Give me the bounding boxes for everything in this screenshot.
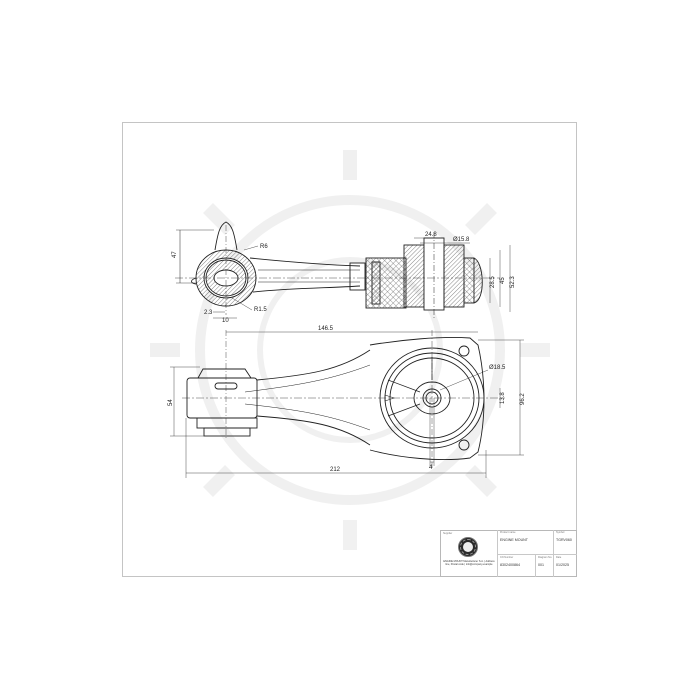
watermark-gear-icon bbox=[150, 150, 550, 550]
dim-center-distance: 146.5 bbox=[318, 326, 334, 332]
dim-width-bottom: 10 bbox=[222, 318, 229, 324]
dim-inner-height: 28.5 bbox=[490, 276, 496, 288]
title-block: Supplier ENGINE MOUNT Manufacturer S.A. … bbox=[440, 530, 577, 577]
dim-flange-height: 96.2 bbox=[520, 393, 526, 405]
date-value: 01/2025 bbox=[556, 563, 569, 567]
logo-ring bbox=[460, 539, 476, 555]
diagram-no-value: 001 bbox=[538, 563, 544, 567]
date-label: Date bbox=[556, 556, 562, 559]
dim-mid-height: 45 bbox=[500, 277, 506, 284]
logo-center bbox=[463, 542, 473, 552]
company-logo-icon bbox=[458, 537, 478, 557]
symbol-value: TGRV060 bbox=[556, 538, 572, 542]
dim-bore-diameter: Ø15.8 bbox=[453, 237, 470, 243]
diagram-no-label: Diagram No. bbox=[538, 556, 553, 559]
product-name-value: ENGINE MOUNT bbox=[500, 538, 528, 542]
dim-overall-length: 212 bbox=[330, 467, 341, 473]
dim-slot-width: 4 bbox=[429, 465, 433, 471]
date-cell: Date 01/2025 bbox=[553, 554, 577, 577]
product-name-cell: Product name ENGINE MOUNT bbox=[497, 530, 553, 554]
company-label: Supplier bbox=[443, 532, 453, 535]
dim-radius-top: R6 bbox=[260, 244, 268, 250]
symbol-label: Symbol bbox=[556, 531, 565, 534]
drawing-frame bbox=[122, 122, 577, 577]
cn-code-cell: CN Number 8302400864 bbox=[497, 554, 535, 577]
symbol-cell: Symbol TGRV060 bbox=[553, 530, 577, 554]
dim-bore-offset: 13.8 bbox=[500, 392, 506, 404]
product-name-label: Product name bbox=[500, 531, 516, 534]
company-cell: Supplier ENGINE MOUNT Manufacturer S.A. … bbox=[441, 531, 497, 578]
dim-radius-bottom: R1.5 bbox=[254, 307, 267, 313]
dim-offset-small: 2.3 bbox=[204, 310, 213, 316]
diagram-no-cell: Diagram No. 001 bbox=[535, 554, 553, 577]
dim-hole-diameter: Ø18.5 bbox=[489, 365, 506, 371]
dim-outer-height: 52.3 bbox=[510, 276, 516, 288]
dim-height-left: 47 bbox=[172, 251, 178, 258]
cn-code-value: 8302400864 bbox=[500, 563, 520, 567]
dim-bushing-width: 24.8 bbox=[425, 232, 437, 238]
bottom-view bbox=[170, 330, 524, 478]
cn-code-label: CN Number bbox=[500, 556, 514, 559]
company-address: ENGINE MOUNT Manufacturer S.A. | Address… bbox=[443, 560, 495, 567]
top-view bbox=[175, 221, 511, 319]
dim-left-height: 54 bbox=[168, 399, 174, 406]
